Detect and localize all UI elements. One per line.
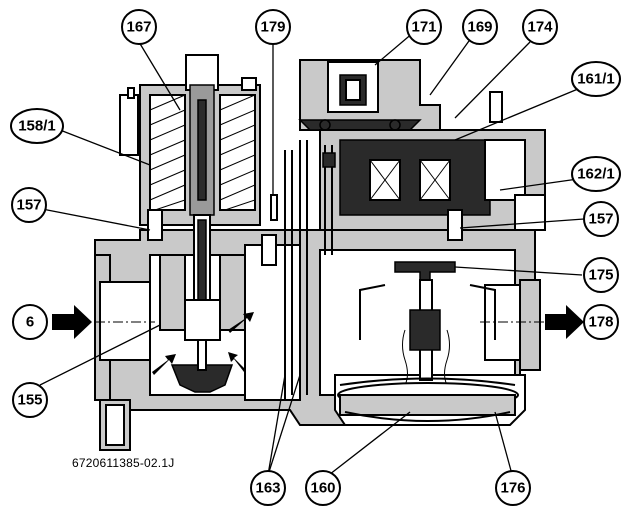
svg-text:179: 179 [260,19,285,36]
callout-155: 155 [12,382,48,418]
svg-text:171: 171 [411,19,436,36]
callout-162-1: 162/1 [571,156,621,192]
callout-178: 178 [583,304,619,340]
svg-text:157: 157 [588,211,613,228]
callout-174: 174 [522,9,558,45]
figure-reference-code: 6720611385-02.1J [72,456,175,470]
svg-text:178: 178 [588,314,613,331]
callout-163: 163 [250,470,286,506]
svg-text:162/1: 162/1 [577,166,615,183]
svg-text:175: 175 [588,267,613,284]
svg-text:174: 174 [527,19,553,36]
svg-text:160: 160 [310,480,335,497]
callout-158-1: 158/1 [10,108,64,144]
svg-text:176: 176 [500,480,525,497]
callout-175: 175 [583,257,619,293]
internal-flow-arrow-icon [228,352,246,372]
callout-157-right: 157 [583,201,619,237]
svg-text:163: 163 [255,480,280,497]
internal-flow-arrow-icon [152,354,176,375]
inlet-valve-seat [159,254,246,393]
regulator-assembly [298,59,546,231]
svg-text:167: 167 [126,19,151,36]
callout-161-1: 161/1 [571,61,621,97]
callout-176: 176 [495,470,531,506]
svg-text:169: 169 [467,19,492,36]
callout-167: 167 [121,9,157,45]
callout-160: 160 [305,470,341,506]
outlet-arrow-icon [545,305,584,339]
inlet-arrow-icon [52,305,92,339]
callout-6: 6 [12,304,48,340]
main-valve-diaphragm [337,261,519,422]
svg-text:6: 6 [26,314,34,331]
svg-text:157: 157 [16,197,41,214]
flow-arrows [52,305,584,375]
callout-157-left: 157 [11,187,47,223]
callout-171: 171 [406,9,442,45]
svg-text:158/1: 158/1 [18,118,56,135]
solenoid-coil-left [119,54,261,351]
internal-flow-arrow-icon [228,312,254,333]
callout-179: 179 [255,9,291,45]
leader-lines [36,31,591,479]
svg-text:161/1: 161/1 [577,71,615,88]
svg-text:155: 155 [17,392,42,409]
callout-169: 169 [462,9,498,45]
gas-channels [147,140,463,400]
